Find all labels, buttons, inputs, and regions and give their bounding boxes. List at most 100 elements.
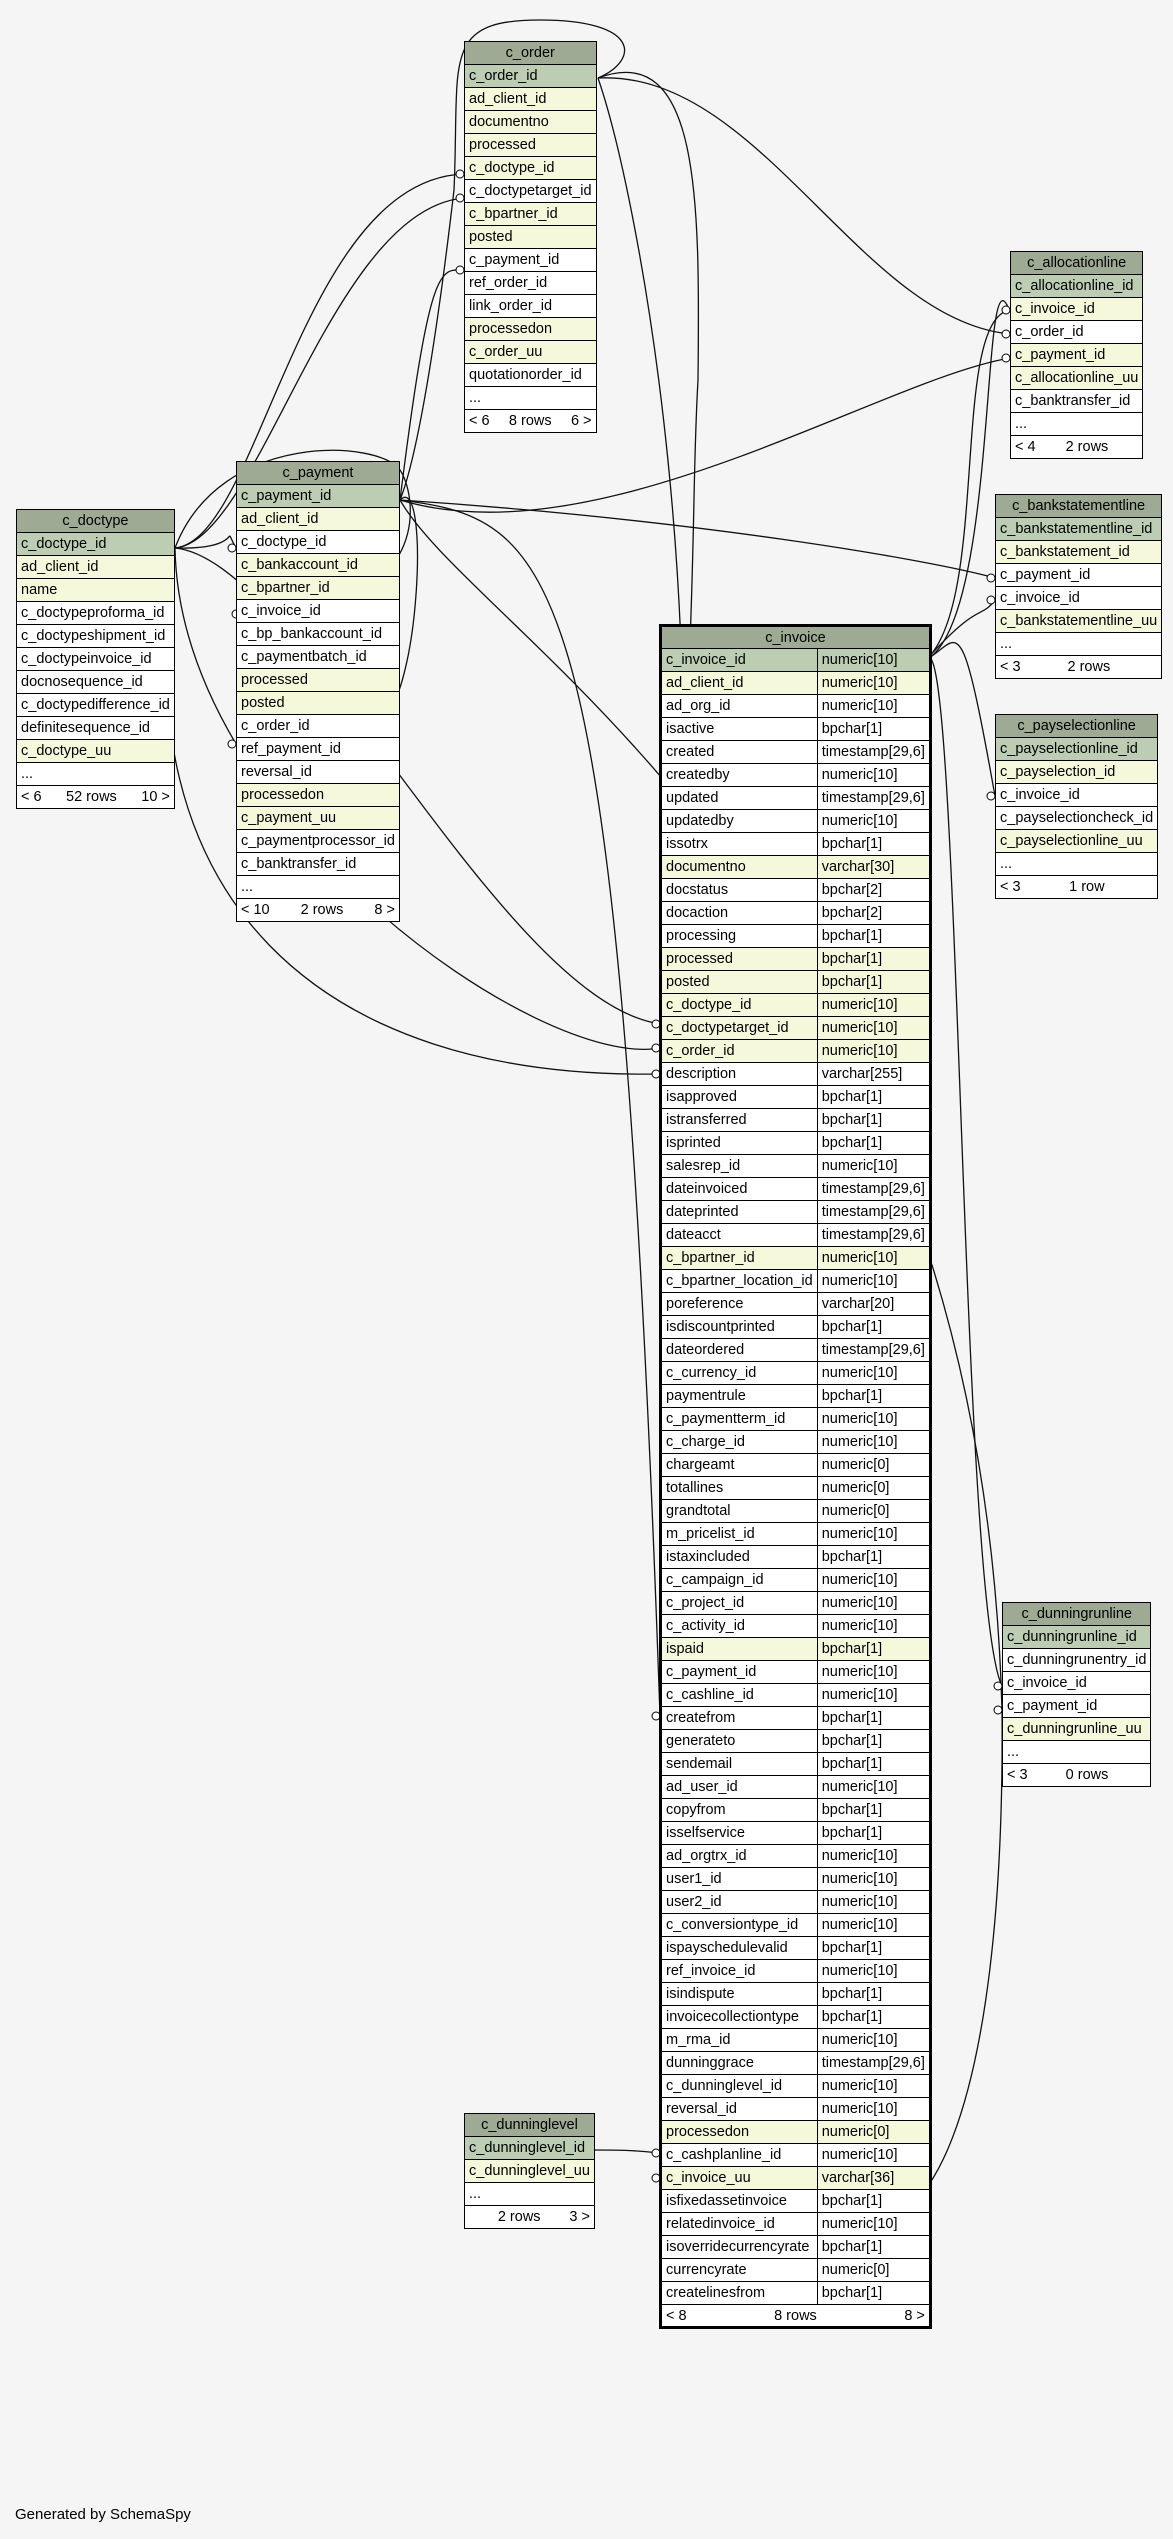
column-row[interactable]: ad_client_id: [236, 507, 400, 531]
column-row[interactable]: c_doctypedifference_id: [16, 693, 175, 717]
column-row[interactable]: ...: [1001, 1740, 1152, 1764]
table-header[interactable]: c_order: [464, 41, 597, 65]
column-row[interactable]: c_doctype_id: [236, 530, 400, 554]
column-row[interactable]: quotationorder_id: [464, 363, 597, 387]
footer-right[interactable]: 8 >: [374, 902, 395, 918]
footer-left[interactable]: < 4: [1015, 439, 1036, 455]
column-row[interactable]: ...: [994, 852, 1159, 876]
footer-left[interactable]: < 10: [241, 902, 270, 918]
column-row[interactable]: c_doctypetarget_id: [464, 179, 597, 203]
column-row[interactable]: c_payment_id: [1009, 343, 1144, 367]
footer-right[interactable]: 3 >: [569, 2209, 590, 2225]
column-row[interactable]: c_payselection_id: [994, 760, 1159, 784]
column-row[interactable]: c_payselectioncheck_id: [994, 806, 1159, 830]
column-row[interactable]: ...: [464, 386, 597, 410]
column-row[interactable]: c_invoice_id: [1009, 297, 1144, 321]
column-row[interactable]: ...: [236, 875, 400, 899]
column-row[interactable]: c_bankstatementline_uu: [994, 609, 1163, 633]
column-row[interactable]: c_dunningrunentry_id: [1001, 1648, 1152, 1672]
footer-left[interactable]: < 3: [1000, 659, 1021, 675]
column-row[interactable]: c_banktransfer_id: [1009, 389, 1144, 413]
column-row[interactable]: c_bankaccount_id: [236, 553, 400, 577]
column-row[interactable]: processedon: [236, 783, 400, 807]
column-row[interactable]: c_bankstatementline_id: [994, 517, 1163, 541]
column-row[interactable]: c_payment_id: [994, 563, 1163, 587]
column-row[interactable]: c_payselectionline_id: [994, 737, 1159, 761]
column-row[interactable]: ref_order_id: [464, 271, 597, 295]
column-row[interactable]: c_bpartner_id: [236, 576, 400, 600]
footer-left[interactable]: < 3: [1007, 1767, 1028, 1783]
column-row[interactable]: c_payment_id: [464, 248, 597, 272]
table-header[interactable]: c_dunningrunline: [1001, 1602, 1152, 1626]
column-row[interactable]: c_allocationline_uu: [1009, 366, 1144, 390]
column-row[interactable]: c_allocationline_id: [1009, 274, 1144, 298]
column-row[interactable]: c_payselectionline_uu: [994, 829, 1159, 853]
column-row[interactable]: c_invoice_id: [994, 586, 1163, 610]
column-row[interactable]: ...: [994, 632, 1163, 656]
column-row[interactable]: c_dunninglevel_uu: [464, 2159, 595, 2183]
column-row[interactable]: documentno: [464, 110, 597, 134]
table-header[interactable]: c_payment: [236, 461, 400, 485]
column-row[interactable]: c_order_id: [236, 714, 400, 738]
column-row[interactable]: c_invoice_id: [994, 783, 1159, 807]
column-row[interactable]: c_bp_bankaccount_id: [236, 622, 400, 646]
column-row[interactable]: c_invoice_id: [236, 599, 400, 623]
column-row[interactable]: ...: [16, 762, 175, 786]
column-row[interactable]: c_payment_uu: [236, 806, 400, 830]
column-row[interactable]: c_doctype_id: [16, 532, 175, 556]
table-header[interactable]: c_allocationline: [1009, 251, 1144, 275]
footer-left[interactable]: < 6: [469, 413, 490, 429]
footer-right[interactable]: 6 >: [570, 413, 592, 429]
column-row[interactable]: c_dunningrunline_id: [1001, 1625, 1152, 1649]
column-row[interactable]: processed: [464, 133, 597, 157]
column-row[interactable]: processed: [236, 668, 400, 692]
column-row[interactable]: c_dunningrunline_uu: [1001, 1717, 1152, 1741]
column-row[interactable]: c_invoice_id: [1001, 1671, 1152, 1695]
